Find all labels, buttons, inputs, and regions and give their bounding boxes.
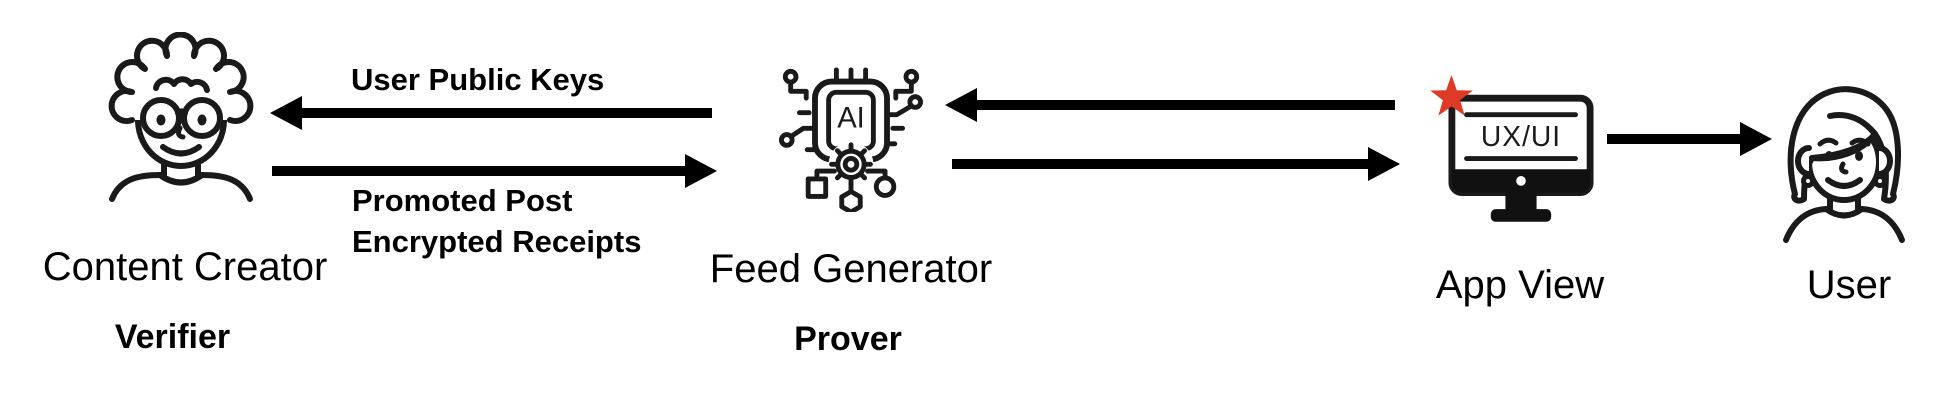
arrow-shaft (272, 166, 689, 176)
gear-icon (829, 142, 873, 187)
arrow-shaft (973, 100, 1395, 110)
arrow-head-left-icon (270, 96, 302, 130)
arrow-shaft (298, 108, 712, 118)
monitor-icon: UX/UI (1448, 94, 1594, 222)
arrow-head-left-icon (945, 88, 977, 122)
monitor-screen-text: UX/UI (1481, 120, 1561, 152)
arrow-head-right-icon (685, 154, 717, 188)
arrow-head-right-icon (1368, 147, 1400, 181)
arrow-head-right-icon (1740, 122, 1772, 156)
user-public-keys-label: User Public Keys (351, 62, 605, 97)
ai-chip-text: AI (837, 102, 865, 134)
content-creator-label: Content Creator (42, 245, 328, 289)
app-view-label: App View (1435, 263, 1605, 307)
user-label: User (1806, 263, 1892, 307)
arrow-app-view-to-user (1607, 121, 1772, 157)
feed-generator-label: Feed Generator (709, 247, 993, 291)
person-woman-icon (1783, 86, 1905, 243)
arrow-shaft (952, 159, 1372, 169)
arrow-feed-generator-to-content-creator (270, 95, 712, 131)
arrow-feed-generator-to-app-view (952, 146, 1400, 182)
red-star-icon (1430, 75, 1473, 116)
arrow-content-creator-to-feed-generator (272, 153, 717, 189)
arrow-shaft (1607, 134, 1744, 144)
promoted-post-label: Promoted Post Encrypted Receipts (352, 181, 641, 263)
content-creator-role-label: Verifier (114, 318, 231, 356)
ai-chip-icon: AI (778, 67, 924, 212)
person-curly-hair-glasses-icon (108, 32, 254, 202)
promoted-post-line1: Promoted Post (352, 183, 573, 218)
arrow-app-view-to-feed-generator (945, 87, 1395, 123)
feed-generator-role-label: Prover (794, 320, 902, 358)
promoted-post-line2: Encrypted Receipts (352, 223, 642, 259)
